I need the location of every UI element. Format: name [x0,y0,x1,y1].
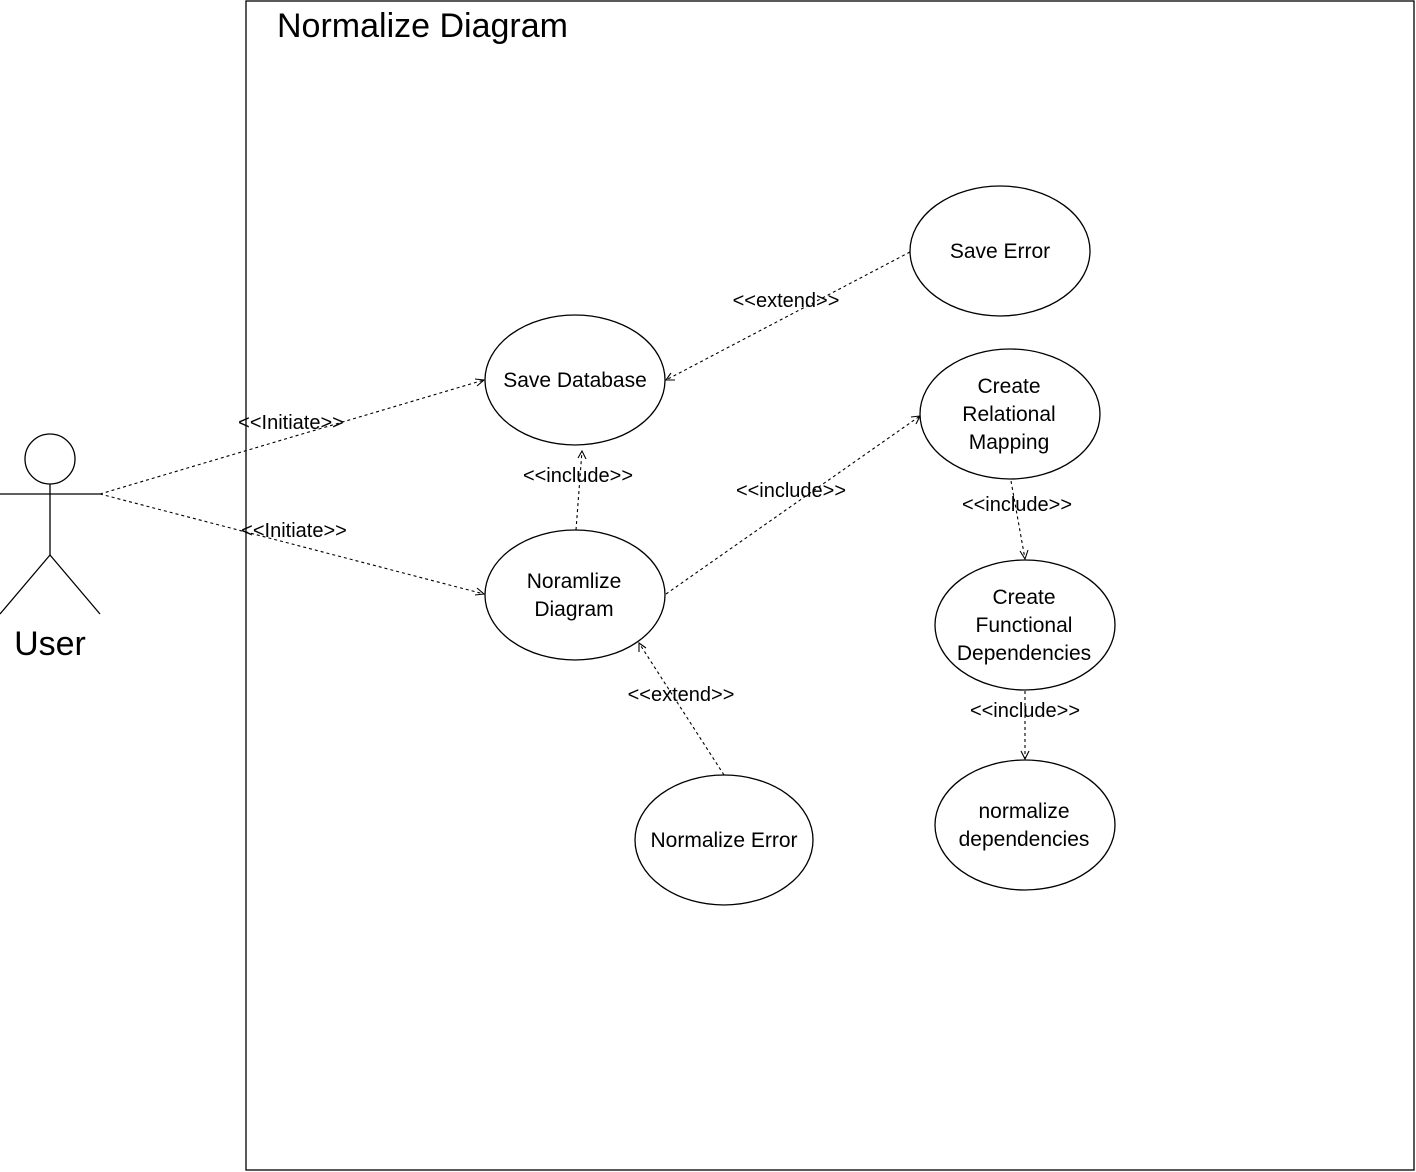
use-case-label-line: Functional [976,614,1073,637]
use-case-label-normalize-dependencies: normalize dependencies [959,800,1090,851]
use-case-label-line: Normalize Error [650,829,797,852]
label-extend-normalize-error: <<extend>> [628,684,735,706]
label-include-normalize-deps: <<include>> [970,700,1080,722]
use-case-label-line: Create [992,586,1055,609]
use-case-label-line: Diagram [534,598,613,621]
use-case-save-error[interactable] [909,185,1091,317]
extend-save-error-arrowhead [664,372,675,381]
use-case-label-line: Save Database [503,369,647,392]
initiate-save-arrowhead [474,378,486,387]
include-functional-arrowhead [1019,549,1029,561]
use-case-create-functional-dependencies[interactable] [934,559,1116,691]
use-case-label-line: Save Error [950,240,1050,263]
label-include-functional: <<include>> [962,494,1072,516]
use-case-label-line: Create [977,375,1040,398]
include-save-edge [575,450,583,531]
use-case-normalize-error[interactable] [634,774,814,906]
initiate-normalize-arrowhead [474,587,486,596]
include-relational-edge [665,415,921,595]
include-functional-edge [1010,480,1026,560]
relation-labels: <<Initiate>> <<Initiate>> <<include>> <<… [238,290,1080,722]
extend-normalize-error-arrowhead [638,641,647,652]
use-case-label-line: Mapping [969,431,1050,454]
use-case-label-line: dependencies [959,828,1090,851]
include-save-arrowhead [577,449,587,460]
use-case-label-normalize-error: Normalize Error [650,829,797,852]
actor-label: User [14,625,86,663]
actor-left-leg [0,554,51,615]
actor-user: User [0,433,101,663]
extend-normalize-error-edge [638,642,725,776]
label-initiate-normalize: <<Initiate>> [241,520,347,542]
use-case-label-line: Noramlize [527,570,622,593]
actor-head [24,433,76,485]
system-boundary [245,0,1415,1171]
use-case-save-database[interactable] [484,314,666,446]
label-extend-save-error: <<extend>> [733,290,840,312]
label-include-save: <<include>> [523,465,633,487]
use-case-normalize-dependencies[interactable] [934,759,1116,891]
use-case-label-save-error: Save Error [950,240,1050,263]
initiate-save-edge [99,379,485,495]
use-case-create-relational-mapping[interactable] [919,348,1101,480]
relations [99,251,1030,776]
use-case-normalize-diagram[interactable] [484,529,666,661]
label-initiate-save: <<Initiate>> [238,412,344,434]
include-normalize-deps-arrowhead [1020,750,1030,761]
use-case-label-line: Dependencies [957,642,1091,665]
system-title: Normalize Diagram [277,7,568,45]
extend-save-error-edge [665,251,911,381]
use-case-label-save-database: Save Database [503,369,647,392]
initiate-normalize-edge [99,493,485,595]
label-include-relational: <<include>> [736,480,846,502]
use-cases [484,185,1116,906]
use-case-label-line: Relational [962,403,1055,426]
use-case-label-line: normalize [978,800,1069,823]
actor-right-leg [49,554,101,615]
